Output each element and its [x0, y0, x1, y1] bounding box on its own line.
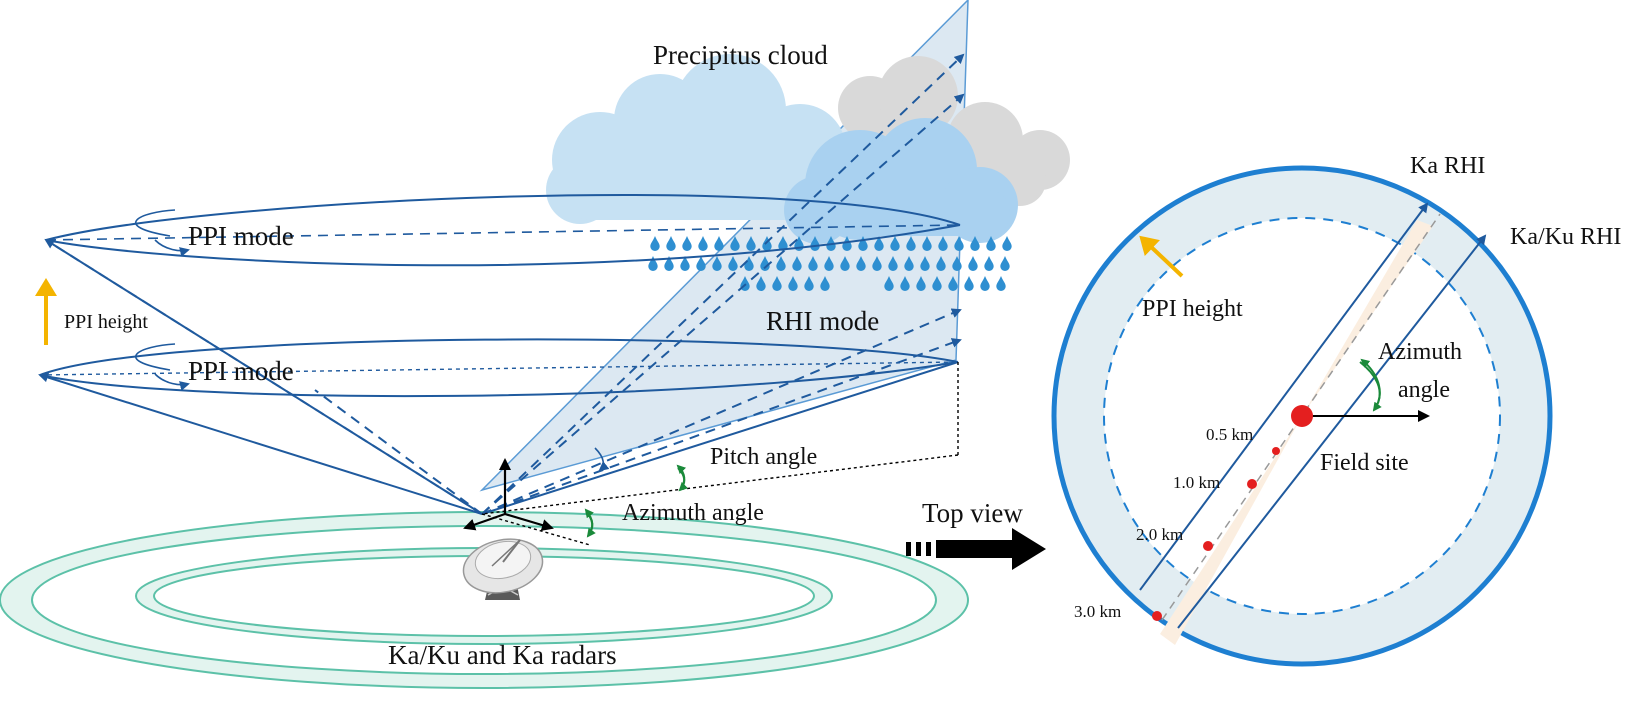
precipitation-cloud — [546, 54, 846, 224]
rain-drop — [696, 256, 706, 271]
rhi-beams — [481, 53, 965, 515]
azimuth-angle-label: Azimuth angle — [622, 500, 764, 526]
kaku-rhi-label: Ka/Ku RHI — [1510, 224, 1621, 250]
field-site-label: Field site — [1320, 450, 1409, 476]
rain-drop — [996, 276, 1006, 291]
rain-drop — [980, 276, 990, 291]
pitch-angle-label: Pitch angle — [710, 444, 817, 470]
ka-rhi-label: Ka RHI — [1410, 153, 1485, 179]
rain-drop — [984, 256, 994, 271]
top-view-arrow — [906, 528, 1046, 570]
rain-drop — [698, 236, 708, 251]
radars-label: Ka/Ku and Ka radars — [388, 640, 617, 670]
ground-rings — [0, 511, 969, 689]
rain-drop — [648, 256, 658, 271]
azimuth-label-line2: angle — [1398, 377, 1450, 403]
azimuth-label-line1: Azimuth — [1378, 339, 1462, 365]
rain-drop — [964, 276, 974, 291]
ppi-mode-upper-label: PPI mode — [188, 221, 294, 251]
ppi-lower — [39, 338, 959, 398]
elevation-arc — [594, 447, 610, 472]
range-2-0-label: 2.0 km — [1136, 525, 1183, 544]
rain-drop — [682, 236, 692, 251]
azimuth-angle-marker — [584, 508, 596, 538]
range-1-0-label: 1.0 km — [1173, 473, 1220, 492]
coordinate-axes — [463, 458, 554, 531]
rain-drop — [714, 236, 724, 251]
precipitation-cloud-front — [784, 118, 1018, 244]
pitch-angle-marker — [676, 464, 689, 492]
range-3-0-label: 3.0 km — [1074, 602, 1121, 621]
projection-lines — [481, 362, 959, 546]
range-0-5-label: 0.5 km — [1206, 425, 1253, 444]
ppi-mode-lower-label: PPI mode — [188, 356, 294, 386]
ppi-height-top-label: PPI height — [1142, 296, 1243, 322]
rain-drop — [650, 236, 660, 251]
rhi-mode-label: RHI mode — [766, 306, 879, 336]
beam-lines — [38, 238, 959, 515]
radar-dish-icon — [462, 538, 544, 600]
rain-drop — [666, 236, 676, 251]
ppi-upper — [45, 193, 961, 267]
rain-drop — [968, 256, 978, 271]
top-view-panel — [1051, 165, 1553, 667]
rain-drop — [1000, 256, 1010, 271]
ppi-height-left-label: PPI height — [64, 311, 148, 333]
cloud-label: Precipitus cloud — [653, 40, 828, 70]
rain-drop — [1002, 236, 1012, 251]
top-view-label: Top view — [922, 498, 1023, 528]
